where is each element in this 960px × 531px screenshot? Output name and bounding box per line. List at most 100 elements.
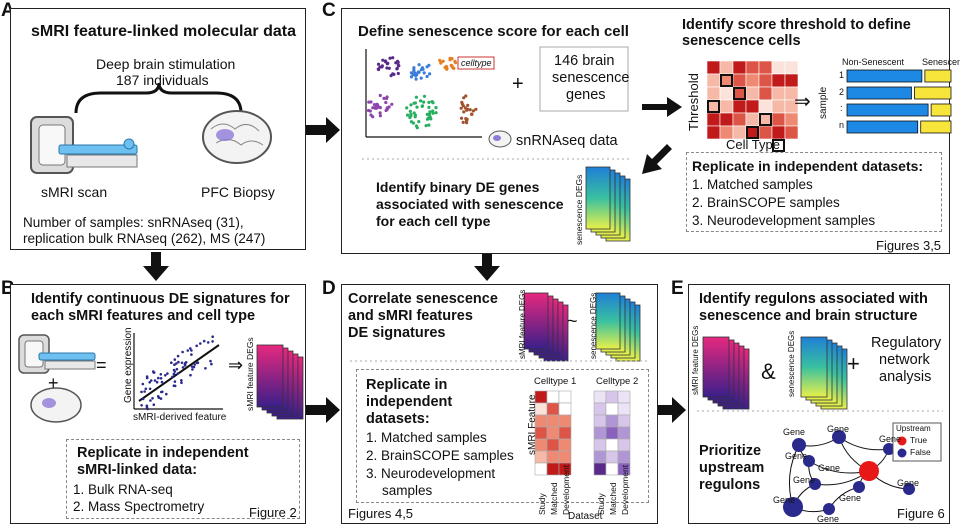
celltype2-label: Celltype 2: [596, 376, 639, 387]
umap-point: [414, 77, 418, 81]
define-title: Define senescence score for each cell: [358, 23, 629, 40]
replicate-box: [686, 152, 942, 232]
gene-label: Gene: [827, 424, 850, 434]
d-title-line1: Correlate senescence: [348, 291, 498, 307]
heat-cell: [706, 86, 721, 101]
umap-point: [382, 96, 386, 100]
scatter-point: [180, 379, 183, 382]
heat-cell: [771, 60, 786, 75]
e-title-line2: senescence and brain structure: [699, 308, 918, 324]
umap-point: [462, 110, 466, 114]
d-title-line2: and sMRI features: [348, 308, 473, 324]
dataset-axis: Dataset: [568, 511, 603, 522]
panel-d-graphics: [350, 292, 650, 476]
umap-point: [424, 124, 428, 128]
scatter-point: [164, 374, 167, 377]
scatter-point: [146, 407, 149, 411]
scatter-point: [209, 359, 212, 363]
umap-point: [417, 63, 421, 67]
umap-point: [462, 96, 466, 100]
gene-label: Gene: [783, 427, 806, 437]
umap-point: [429, 116, 433, 120]
panel-d: Correlate senescence and sMRI features D…: [341, 284, 658, 524]
scatter-point: [159, 397, 163, 400]
smri-deg-label: sMRI feature DEGs: [691, 325, 700, 395]
panel-a-title: sMRI feature-linked molecular data: [31, 23, 296, 40]
highlight-cell: [720, 74, 733, 87]
umap-point: [431, 101, 435, 105]
heat-cell: [758, 99, 773, 114]
scatter-point: [170, 361, 173, 364]
heat-cell: [771, 112, 786, 127]
heat-cell: [719, 86, 734, 101]
row-n: n: [839, 120, 845, 130]
heat-cell: [617, 462, 631, 476]
umap-point: [464, 94, 468, 98]
panel-c-graphics: [362, 46, 952, 242]
deg-card: [800, 336, 828, 398]
scatter-point: [193, 363, 197, 366]
scatter-point: [195, 361, 199, 365]
scatter-point: [141, 397, 145, 401]
scatter-point: [155, 380, 159, 384]
umap-point: [474, 107, 478, 111]
umap-point: [449, 63, 453, 67]
d-replicate-line3: datasets:: [366, 411, 430, 427]
scatter-point: [192, 365, 196, 369]
umap-point: [419, 68, 423, 72]
scatter-point: [145, 404, 149, 408]
umap-point: [368, 109, 372, 113]
mri-scanner-icon: [18, 334, 96, 374]
heat-cell: [784, 125, 799, 140]
celltype2-heatmap: [593, 390, 631, 476]
non-senescent-bar: [846, 120, 919, 134]
scatter-point: [210, 362, 213, 366]
col3-label: Development: [561, 464, 571, 515]
umap-point: [471, 109, 475, 113]
threshold-heatmap: [706, 60, 799, 152]
umap-point: [391, 56, 395, 60]
d-item3-line1: 3. Neurodevelopment: [366, 466, 496, 481]
scatter-point: [148, 381, 151, 384]
umap-point: [376, 62, 381, 66]
deg-card: [256, 344, 284, 408]
umap-point: [380, 65, 384, 69]
smri-deg-stack: [256, 344, 304, 420]
panel-b-graphics: [18, 333, 304, 423]
umap-point: [378, 114, 382, 118]
replicate-item2: 2. Mass Spectrometry: [73, 499, 205, 514]
arrow-b-to-d: [306, 397, 340, 423]
plus-sign: +: [48, 373, 59, 393]
scatter-point: [144, 387, 148, 391]
prior-line1: Prioritize: [699, 443, 762, 459]
sen-deg-label: senescence DEGs: [574, 174, 584, 245]
scatter-point: [156, 395, 160, 398]
scatter-point: [181, 366, 185, 369]
genes-line2: senescence: [552, 70, 630, 86]
scatter-point: [177, 360, 180, 364]
ampersand: &: [761, 359, 776, 384]
umap-point: [420, 104, 425, 108]
dbs-line1: Deep brain stimulation: [96, 56, 236, 72]
scatter-point: [173, 358, 177, 361]
umap-point: [409, 71, 413, 75]
umap-point: [414, 95, 418, 99]
umap-point: [412, 68, 416, 72]
deg-card: [702, 336, 730, 398]
network-line1: Regulatory: [871, 335, 942, 351]
deg-card: [585, 166, 611, 230]
umap-point: [419, 76, 423, 80]
scatter-point: [172, 372, 176, 376]
upstream-false-node: [883, 443, 895, 455]
row-dots: :: [840, 103, 843, 113]
senescence-deg-stack: [800, 336, 848, 410]
umap-point: [413, 115, 417, 119]
brain-icon: [488, 130, 512, 148]
umap-point: [419, 99, 423, 103]
scatter-point: [148, 387, 152, 391]
samples-line2: replication bulk RNAseq (262), MS (247): [23, 231, 266, 246]
highlight-cell: [772, 139, 785, 152]
heat-cell: [784, 60, 799, 75]
umap-point: [427, 105, 431, 109]
scatter-point: [172, 368, 176, 372]
